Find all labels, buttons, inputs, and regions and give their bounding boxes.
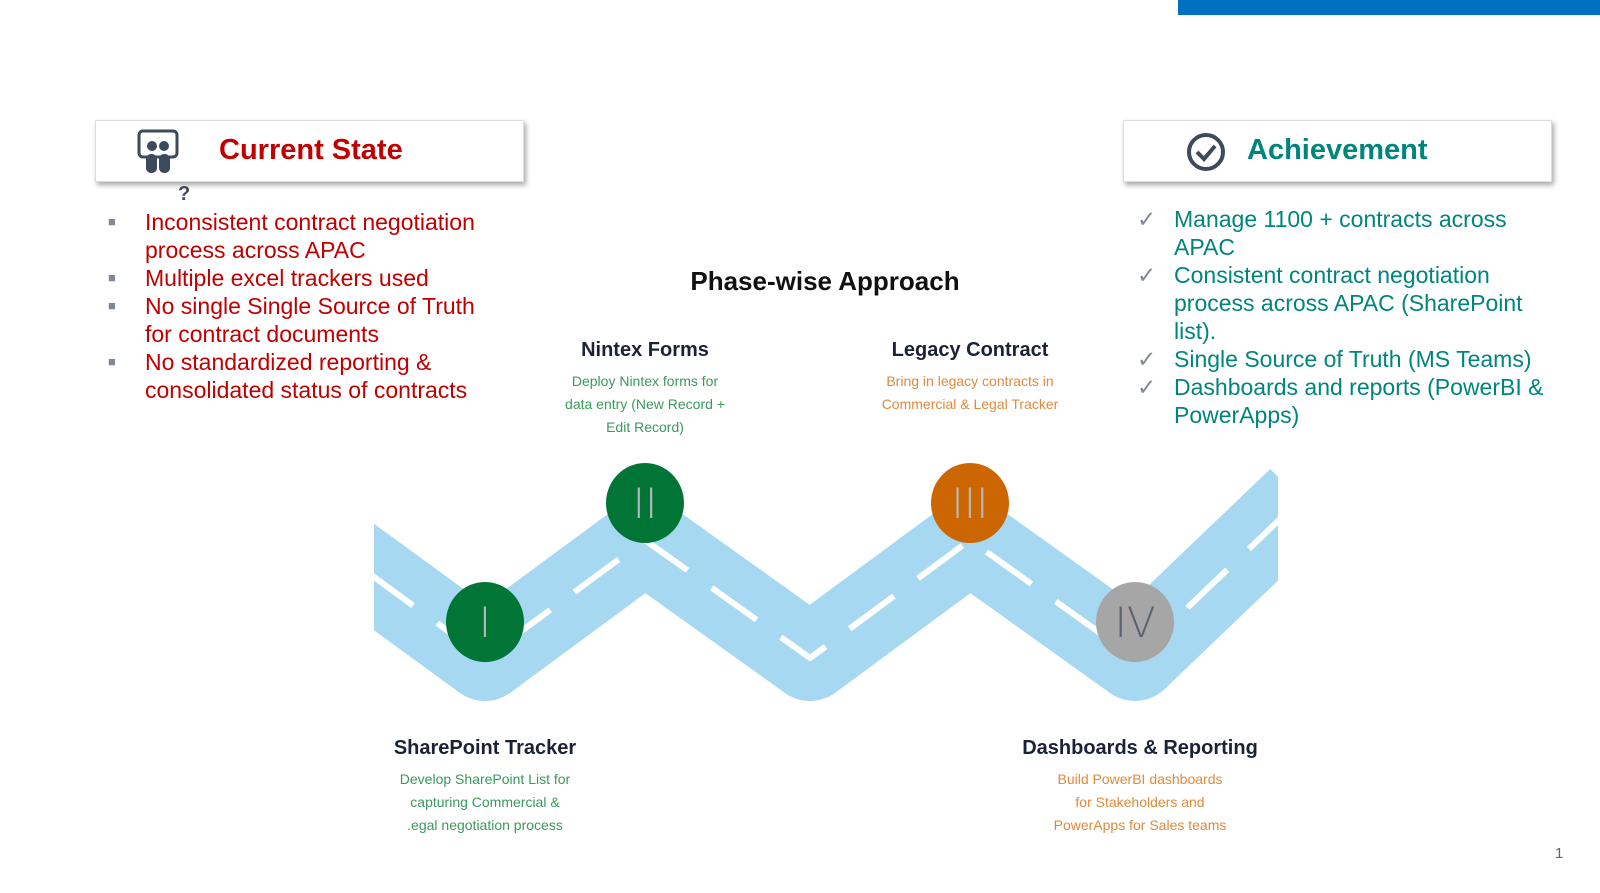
- phase-marker-1: [446, 582, 524, 662]
- phase-numeral: II: [633, 479, 658, 528]
- checkmark-icon: ✓: [1137, 346, 1157, 372]
- phase-marker-2: [606, 463, 684, 543]
- achievement-header: Achievement: [1123, 120, 1552, 182]
- checkmark-icon: ✓: [1137, 262, 1157, 288]
- checkmark-icon: ✓: [1137, 374, 1157, 400]
- list-item: ✓Single Source of Truth (MS Teams): [1137, 346, 1532, 372]
- top-accent-bar: [1178, 0, 1600, 15]
- phase-numeral: III: [951, 479, 988, 528]
- list-item: ✓Manage 1100 + contracts across APAC: [1137, 206, 1507, 260]
- phase-title: SharePoint Tracker: [393, 737, 577, 759]
- list-item: ■No standardized reporting & consolidate…: [108, 349, 468, 403]
- phase-title: Nintex Forms: [581, 339, 709, 361]
- phase-numeral: I: [479, 598, 491, 647]
- list-item: ■Inconsistent contract negotiation proce…: [108, 209, 475, 263]
- phase-4-dashboards-reporting: Dashboards & Reporting Build PowerBI das…: [990, 737, 1290, 837]
- phase-marker-4: [1096, 582, 1174, 662]
- question-mark-icon: ?: [178, 183, 191, 205]
- current-state-title: Current State: [219, 134, 403, 166]
- bullet-icon: ■: [108, 214, 116, 229]
- phase-title: Dashboards & Reporting: [1022, 737, 1258, 759]
- bullet-icon: ■: [108, 354, 116, 369]
- phase-3-legacy-contract: Legacy Contract Bring in legacy contract…: [840, 339, 1100, 416]
- list-item: ✓Consistent contract negotiation process…: [1137, 262, 1523, 344]
- checkmark-icon: ✓: [1137, 206, 1157, 232]
- phase-numeral: IV: [1114, 598, 1155, 647]
- phase-1-sharepoint-tracker: SharePoint Tracker Develop SharePoint Li…: [355, 737, 615, 837]
- current-state-list: ■Inconsistent contract negotiation proce…: [108, 208, 508, 404]
- page-number: 1: [1555, 845, 1564, 862]
- bullet-icon: ■: [108, 298, 116, 313]
- phase-marker-3: [931, 463, 1009, 543]
- list-item: ■Multiple excel trackers used: [108, 265, 429, 291]
- list-item: ■No single Single Source of Truth for co…: [108, 293, 475, 347]
- list-item: ✓Dashboards and reports (PowerBI & Power…: [1137, 374, 1544, 428]
- bullet-icon: ■: [108, 270, 116, 285]
- current-state-header: Current State: [95, 120, 524, 182]
- check-circle-icon: [1187, 133, 1225, 171]
- achievement-title: Achievement: [1247, 134, 1428, 166]
- approach-title: Phase-wise Approach: [690, 266, 960, 296]
- people-board-icon: [137, 129, 179, 173]
- phase-title: Legacy Contract: [891, 339, 1049, 361]
- achievement-list: ✓Manage 1100 + contracts across APAC ✓Co…: [1137, 205, 1547, 429]
